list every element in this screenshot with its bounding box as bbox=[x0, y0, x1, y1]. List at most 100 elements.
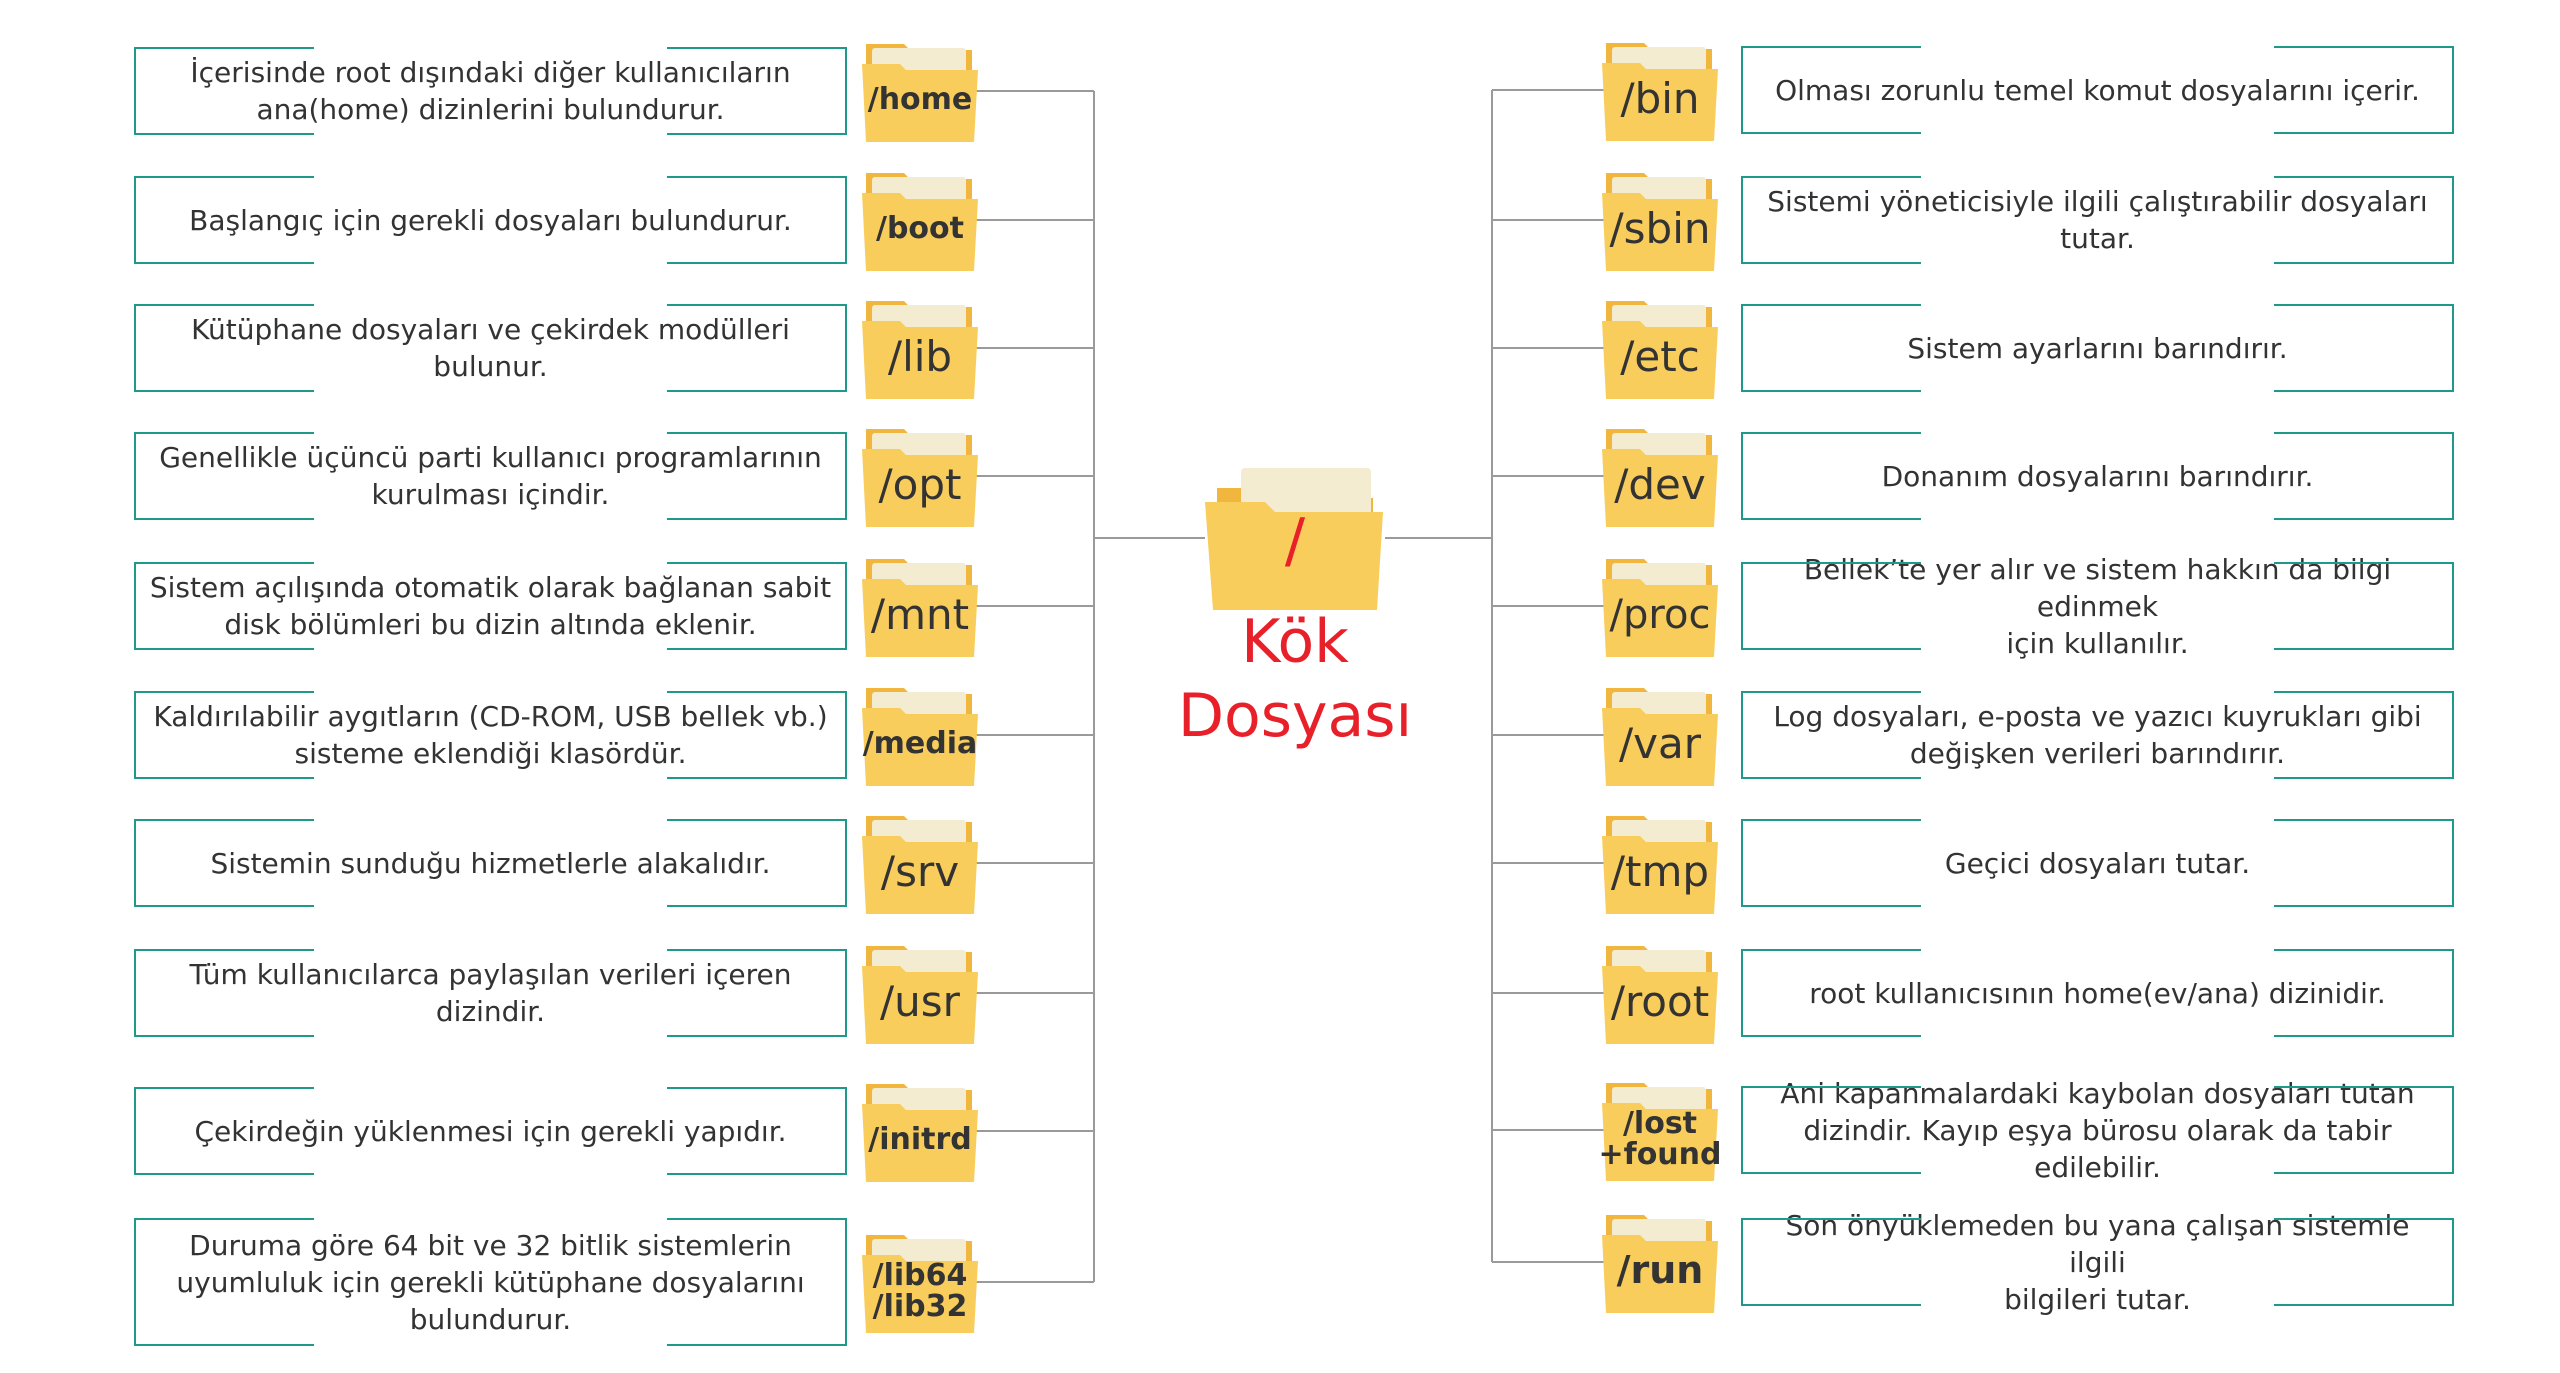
left-folder-label-7: /usr bbox=[860, 966, 980, 1038]
box-border-segment bbox=[1741, 1035, 1921, 1037]
left-desc-text-1: Başlangıç için gerekli dosyaları bulundu… bbox=[189, 202, 792, 239]
box-border-segment bbox=[134, 905, 314, 907]
right-desc-box-7: root kullanıcısının home(ev/ana) dizinid… bbox=[1741, 949, 2454, 1037]
folder-label-line: /usr bbox=[880, 976, 960, 1026]
right-folder-1: /sbin bbox=[1600, 169, 1720, 271]
folder-label-line: /root bbox=[1610, 976, 1710, 1026]
box-border-segment bbox=[667, 133, 847, 135]
folder-label-line: /mnt bbox=[870, 589, 970, 639]
box-border-segment bbox=[134, 819, 314, 821]
box-border-segment bbox=[2274, 562, 2454, 564]
left-folder-2: /lib bbox=[860, 297, 980, 399]
desc-line: Geçici dosyaları tutar. bbox=[1944, 846, 2251, 880]
box-border-segment bbox=[1741, 1218, 1921, 1220]
desc-line: Sistemi yöneticisiyle ilgili çalıştırabi… bbox=[1767, 185, 2428, 218]
right-folder-3: /dev bbox=[1600, 425, 1720, 527]
desc-line: root kullanıcısının home(ev/ana) dizinid… bbox=[1809, 976, 2386, 1010]
box-border-segment bbox=[667, 777, 847, 779]
right-folder-6: /tmp bbox=[1600, 812, 1720, 914]
folder-icon bbox=[862, 301, 978, 399]
box-border-segment bbox=[134, 432, 314, 434]
folder-icon bbox=[1602, 1083, 1718, 1181]
right-desc-box-3: Donanım dosyalarını barındırır. bbox=[1741, 432, 2454, 520]
desc-line: ana(home) dizinlerini bulundurur. bbox=[256, 93, 725, 126]
left-folder-label-1: /boot bbox=[860, 193, 980, 265]
folder-icon bbox=[862, 816, 978, 914]
root-folder-icon: / bbox=[1205, 468, 1385, 610]
desc-line: Olması zorunlu temel komut dosyalarını i… bbox=[1775, 73, 2420, 107]
box-border-segment bbox=[667, 304, 847, 306]
box-border-segment bbox=[2274, 819, 2454, 821]
root-title-line2: Dosyası bbox=[1177, 681, 1413, 751]
desc-line: Sistem açılışında otomatik olarak bağlan… bbox=[149, 571, 832, 604]
desc-line: Genellikle üçüncü parti kullanıcı progra… bbox=[159, 441, 822, 474]
right-desc-box-2: Sistem ayarlarını barındırır. bbox=[1741, 304, 2454, 392]
box-border-segment bbox=[667, 176, 847, 178]
box-border-segment bbox=[1741, 518, 1921, 520]
box-border-segment bbox=[134, 390, 314, 392]
box-border-segment bbox=[667, 819, 847, 821]
box-border-segment bbox=[134, 691, 314, 693]
folder-label-line: /tmp bbox=[1610, 846, 1710, 896]
right-desc-box-1: Sistemi yöneticisiyle ilgili çalıştırabi… bbox=[1741, 176, 2454, 264]
desc-line: Donanım dosyalarını barındırır. bbox=[1881, 459, 2314, 493]
box-border-segment bbox=[2274, 691, 2454, 693]
root-title-line1: Kök bbox=[1241, 607, 1349, 677]
box-border-segment bbox=[134, 1173, 314, 1175]
right-folder-label-7: /root bbox=[1600, 966, 1720, 1038]
desc-line: için kullanılır. bbox=[2006, 626, 2189, 660]
box-border-segment bbox=[667, 518, 847, 520]
left-desc-text-3: Genellikle üçüncü parti kullanıcı progra… bbox=[159, 439, 822, 513]
desc-line: değişken verileri barındırır. bbox=[1909, 737, 2286, 770]
box-border-segment bbox=[2274, 648, 2454, 650]
right-desc-box-0: Olması zorunlu temel komut dosyalarını i… bbox=[1741, 46, 2454, 134]
box-border-segment bbox=[667, 1035, 847, 1037]
desc-line: Duruma göre 64 bit ve 32 bitlik sistemle… bbox=[189, 1228, 792, 1262]
right-folder-label-9: /run bbox=[1600, 1235, 1720, 1307]
box-border-segment bbox=[2274, 432, 2454, 434]
folder-icon bbox=[1602, 429, 1718, 527]
left-folder-label-5: /media bbox=[860, 708, 980, 780]
folder-label-line: /home bbox=[867, 82, 973, 118]
desc-line: sisteme eklendiği klasördür. bbox=[294, 737, 687, 770]
right-desc-box-6: Geçici dosyaları tutar. bbox=[1741, 819, 2454, 907]
box-border-segment bbox=[1741, 304, 1921, 306]
left-desc-box-5: Kaldırılabilir aygıtların (CD-ROM, USB b… bbox=[134, 691, 847, 779]
right-desc-text-4: Bellek’te yer alır ve sistem hakkın da b… bbox=[1753, 551, 2442, 662]
right-folder-9: /run bbox=[1600, 1211, 1720, 1313]
box-border-segment bbox=[2274, 777, 2454, 779]
folder-label-line: +found bbox=[1598, 1137, 1722, 1172]
left-folder-label-2: /lib bbox=[860, 321, 980, 393]
folder-label-line: /var bbox=[1618, 718, 1701, 768]
box-border-segment bbox=[667, 47, 847, 49]
left-desc-box-8: Çekirdeğin yüklenmesi için gerekli yapıd… bbox=[134, 1087, 847, 1175]
box-border-segment bbox=[134, 1218, 314, 1220]
box-border-segment bbox=[134, 133, 314, 135]
folder-label-line: /bin bbox=[1620, 73, 1700, 123]
right-desc-text-7: root kullanıcısının home(ev/ana) dizinid… bbox=[1809, 975, 2385, 1012]
folder-label-line: /proc bbox=[1609, 592, 1711, 638]
folder-icon bbox=[862, 173, 978, 271]
box-border-segment bbox=[667, 905, 847, 907]
box-border-segment bbox=[1741, 390, 1921, 392]
left-folder-8: /initrd bbox=[860, 1080, 980, 1182]
box-border-segment bbox=[134, 304, 314, 306]
desc-line: Başlangıç için gerekli dosyaları bulundu… bbox=[189, 203, 792, 237]
box-border-segment bbox=[1741, 176, 1921, 178]
folder-label-line: /opt bbox=[878, 459, 962, 509]
folder-icon bbox=[862, 559, 978, 657]
root-slash: / bbox=[1284, 506, 1306, 576]
left-folder-5: /media bbox=[860, 684, 980, 786]
right-desc-text-6: Geçici dosyaları tutar. bbox=[1945, 845, 2250, 882]
folder-label-line: /initrd bbox=[868, 1122, 972, 1158]
right-folder-5: /var bbox=[1600, 684, 1720, 786]
box-border-segment bbox=[2274, 905, 2454, 907]
left-desc-text-8: Çekirdeğin yüklenmesi için gerekli yapıd… bbox=[194, 1113, 786, 1150]
folder-icon bbox=[1602, 301, 1718, 399]
box-border-segment bbox=[1741, 132, 1921, 134]
desc-line: Kaldırılabilir aygıtların (CD-ROM, USB b… bbox=[153, 700, 828, 733]
desc-line: Kütüphane dosyaları ve çekirdek modüller… bbox=[191, 313, 790, 383]
box-border-segment bbox=[667, 949, 847, 951]
folder-label-line: /boot bbox=[876, 211, 964, 247]
right-folder-4: /proc bbox=[1600, 555, 1720, 657]
